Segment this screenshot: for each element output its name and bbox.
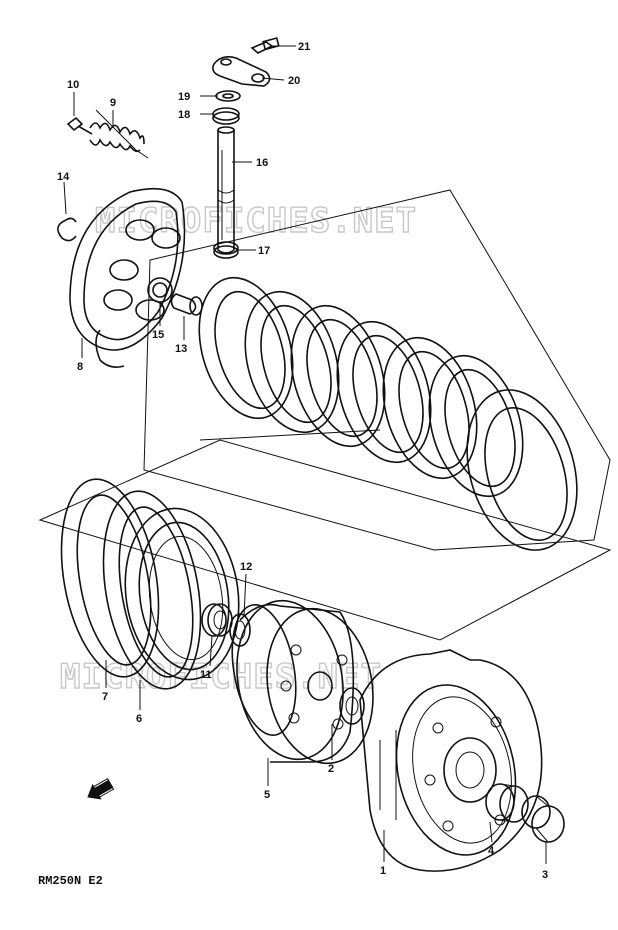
leader-lines — [63, 45, 547, 864]
lower-plates — [60, 478, 240, 690]
callout-10: 10 — [67, 79, 79, 91]
callouts: 21 20 19 18 16 17 10 9 14 8 15 13 7 6 11… — [57, 41, 548, 881]
callout-15: 15 — [152, 329, 164, 341]
release-arm-assembly — [212, 37, 280, 259]
callout-18: 18 — [178, 109, 190, 121]
spring-bolt-assembly — [66, 109, 149, 159]
callout-14: 14 — [57, 171, 70, 183]
callout-4: 4 — [488, 845, 495, 857]
callout-20: 20 — [288, 75, 300, 87]
plate-6-back — [102, 490, 202, 690]
circlip-part — [57, 217, 77, 242]
callout-3: 3 — [542, 869, 548, 881]
plate-ring-6 — [428, 354, 524, 498]
callout-16: 16 — [256, 157, 268, 169]
plate-ring-5 — [382, 336, 478, 480]
callout-7: 7 — [102, 691, 108, 703]
callout-13: 13 — [175, 343, 187, 355]
plate-7 — [60, 478, 160, 678]
callout-8: 8 — [77, 361, 83, 373]
plate-ring-7 — [466, 389, 578, 551]
plate-6 — [124, 507, 240, 681]
spacer-3 — [521, 795, 565, 843]
callout-2: 2 — [328, 763, 334, 775]
clutch-sleeve-hub-5 — [231, 599, 374, 765]
thrust-washer-2 — [339, 687, 365, 725]
callout-11: 11 — [200, 669, 212, 681]
callout-1: 1 — [380, 865, 386, 877]
primary-driven-gear-1 — [359, 649, 543, 872]
model-label: RM250N E2 — [38, 874, 103, 888]
plate-ring-4 — [336, 320, 432, 464]
callout-17: 17 — [258, 245, 270, 257]
plate-stack-upper — [143, 189, 611, 551]
plate-ring-3 — [290, 304, 386, 448]
front-arrow-icon — [87, 778, 115, 800]
needle-bearing-4 — [485, 783, 529, 823]
callout-9: 9 — [110, 97, 116, 109]
pressure-plate-part — [69, 187, 203, 368]
callout-6: 6 — [136, 713, 142, 725]
callout-21: 21 — [298, 41, 310, 53]
callout-19: 19 — [178, 91, 190, 103]
callout-5: 5 — [264, 789, 270, 801]
lower-group-outline — [38, 439, 612, 641]
callout-12: 12 — [240, 561, 252, 573]
